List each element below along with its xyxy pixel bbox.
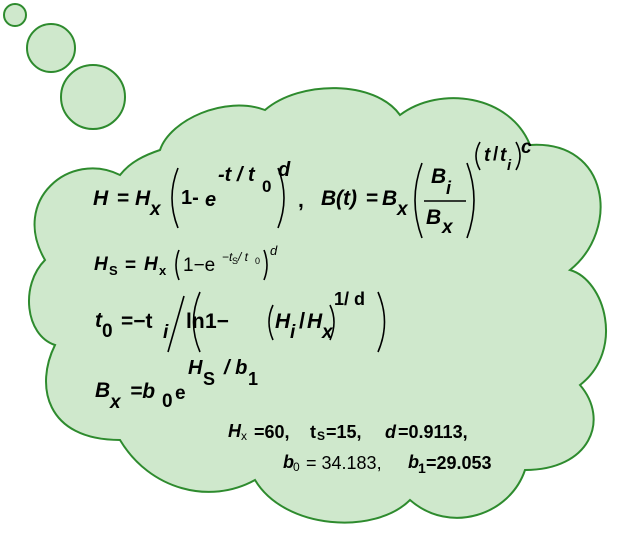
eq1-exponent-sub: 0 (262, 177, 272, 196)
eq1-exponent: -t / t (218, 164, 255, 186)
eq2-Bi: B (431, 165, 447, 188)
paren-left (171, 167, 179, 229)
eq2-power-c: c (521, 137, 532, 158)
eq2-Bi-sub: i (446, 178, 452, 198)
eq1-one-minus: 1- (181, 187, 199, 209)
eq3-exponent-S: S (232, 256, 239, 266)
eq3-exponent-0: 0 (255, 256, 261, 266)
eq4-t-sub: 0 (102, 321, 113, 342)
param-b1-value: =29.053 (426, 453, 492, 473)
eq4-Hi-sub: i (290, 322, 296, 343)
param-b0-sub: 0 (293, 460, 300, 474)
eq3-exponent: −t (222, 250, 233, 264)
eq3-H-sub: S (109, 263, 118, 278)
param-b1: b (408, 452, 419, 472)
eq1-e: e (205, 189, 217, 211)
paren-left (192, 291, 201, 353)
thought-bubble-small (3, 3, 27, 27)
param-Hx-value: =60, (254, 422, 290, 442)
paren-left (414, 162, 423, 239)
eq2-t: (t) (336, 187, 357, 210)
paren-right (377, 291, 386, 353)
eq3-power-d: d (270, 243, 278, 258)
param-d-value: =0.9113, (398, 422, 468, 442)
eq5-exp-S: S (203, 369, 216, 389)
paren-right (329, 304, 335, 341)
eq2-exp-slash: / (493, 144, 499, 165)
eq4-equals: =−t (121, 310, 153, 333)
param-ts-value: =15, (326, 422, 362, 442)
eq2-Bx-sub: x (397, 199, 408, 220)
eq4-ln: ln (186, 310, 205, 333)
eq2-Bx-denom-sub: x (442, 217, 453, 238)
paren-left (475, 141, 481, 171)
eq1-H: H (93, 187, 109, 210)
eq4-Hx-sub: x (322, 322, 333, 343)
paren-left (175, 249, 180, 281)
paren-right (466, 162, 475, 239)
param-Hx-sub: x (241, 429, 247, 443)
eq3-Hx-sub: x (159, 263, 167, 278)
eq3-H: H (94, 254, 108, 275)
eq4-Hi: H (275, 310, 291, 333)
eq3-Hx: H (144, 254, 158, 275)
eq4-t: t (95, 309, 102, 332)
eq4-t-sub-i: i (163, 322, 169, 343)
eq3-equals: = (125, 255, 137, 276)
eq2-Bx-denom: B (426, 206, 442, 229)
eq5-exp-b: / b (224, 357, 248, 379)
eq5-exp-1: 1 (248, 369, 259, 389)
eq5-b0: =b (130, 380, 156, 403)
eq1-power-d: d (278, 159, 291, 181)
paren-right (263, 249, 268, 281)
param-ts-sub: S (317, 429, 326, 443)
eq4-Hx: H (307, 310, 323, 333)
thought-bubble-large (60, 64, 126, 130)
paren-left (268, 304, 274, 341)
eq2-equals: = (366, 187, 379, 210)
param-d: d (385, 422, 396, 442)
eq2-exp-t: t (484, 145, 491, 166)
eq5-exp-H: H (188, 357, 203, 379)
param-ts: t (310, 422, 316, 442)
param-b1-sub: 1 (418, 460, 426, 476)
paren-right (277, 167, 285, 229)
cloud-body (28, 87, 607, 524)
eq5-B-sub: x (110, 392, 121, 413)
eq1-Hx-sub: x (150, 199, 161, 220)
eq2-exp-ti: t (500, 145, 507, 166)
eq5-b0-sub: 0 (162, 391, 173, 412)
eq4-one-minus: 1− (205, 310, 229, 333)
eq3-exponent-mid: / t (238, 250, 249, 264)
param-b0: b (283, 452, 294, 472)
eq3-one-minus: 1−e (183, 255, 216, 276)
eq4-slash: / (299, 308, 306, 333)
param-Hx: H (228, 421, 241, 441)
eq2-B: B (321, 187, 337, 210)
thought-bubble-medium (26, 23, 76, 73)
eq5-B: B (95, 379, 111, 402)
eq2-exp-ti-sub: i (507, 157, 512, 174)
eq1-Hx: H (135, 187, 151, 210)
param-b0-value: = 34.183, (306, 453, 382, 473)
eq4-exponent: 1/ d (334, 289, 366, 309)
division-slash (167, 295, 185, 353)
eq2-Bx: B (382, 187, 398, 210)
eq1-equals: = (117, 187, 130, 210)
eq1-comma: , (298, 189, 304, 212)
paren-right (515, 141, 521, 171)
eq5-e: e (175, 383, 186, 404)
